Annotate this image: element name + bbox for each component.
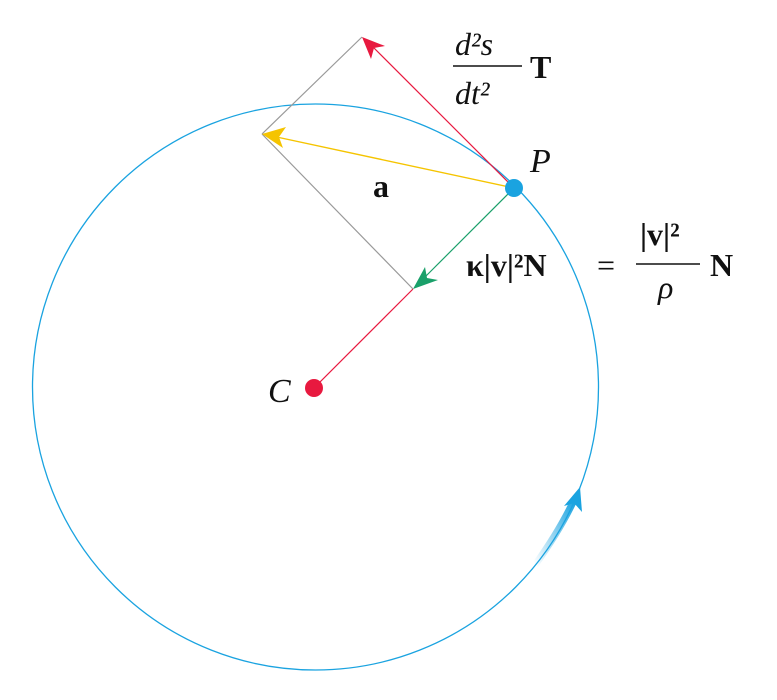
normal-component-arrow [419, 187, 515, 283]
center-point [305, 379, 323, 397]
tangent-numerator: d²s [455, 26, 493, 62]
osculating-circle [31, 103, 600, 671]
tangent-denominator: dt² [455, 75, 491, 111]
tangent-vector-label: T [530, 49, 551, 85]
equals-sign: = [597, 247, 615, 283]
guide-line-side [261, 133, 414, 290]
normal-vector-label: N [710, 247, 733, 283]
normal-numerator: |v|² [640, 216, 680, 252]
direction-arrow [532, 498, 578, 568]
acceleration-arrow [271, 135, 515, 189]
label-p: P [529, 143, 551, 180]
normal-denominator: ρ [657, 269, 673, 305]
guide-line-top [261, 36, 363, 135]
direction-arrowhead-icon [564, 487, 582, 512]
radius-line [313, 288, 414, 389]
label-a: a [373, 168, 389, 204]
point-p [505, 179, 523, 197]
acceleration-arrowhead-icon [262, 127, 286, 148]
tangent-arrowhead-icon [362, 37, 385, 59]
tangent-component-arrow [369, 43, 515, 189]
label-c: C [268, 373, 291, 410]
normal-arrowhead-icon [413, 267, 438, 289]
normal-lhs: κ|v|²N [466, 247, 547, 283]
